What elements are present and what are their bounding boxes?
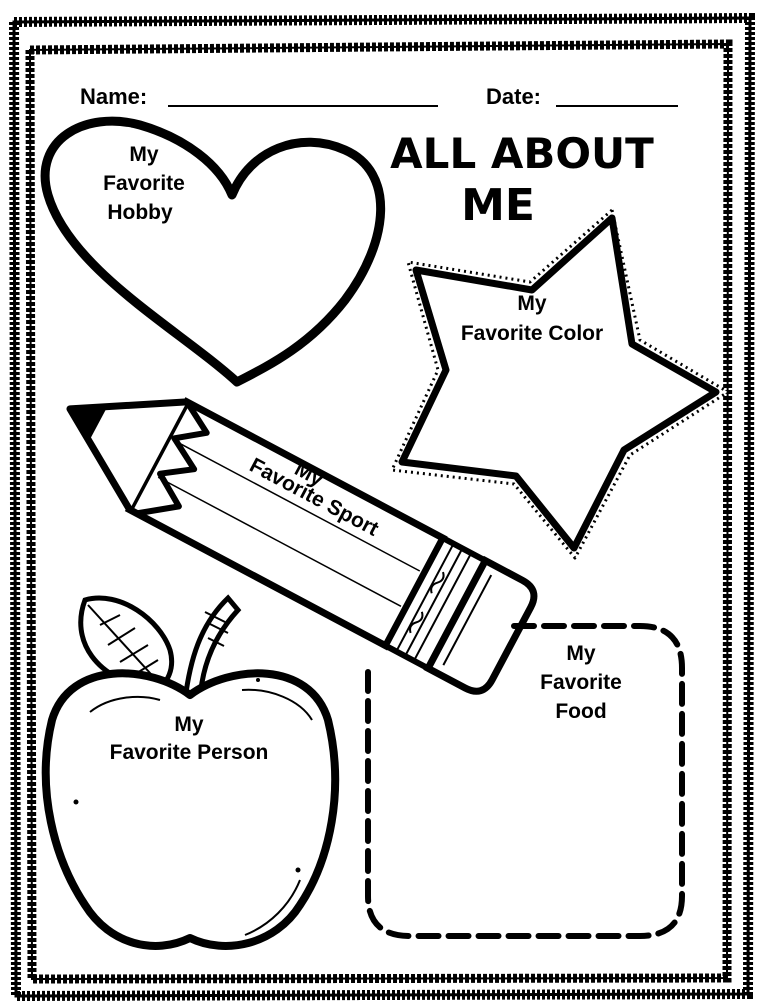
heart-shape xyxy=(40,116,386,387)
page-title-line-2: ME xyxy=(461,180,535,231)
apple-shape xyxy=(41,594,340,950)
food-label-line-3: Food xyxy=(555,700,606,723)
page-border xyxy=(8,12,756,1002)
food-answer-area[interactable] xyxy=(385,735,665,920)
person-label-line-1: My xyxy=(174,713,203,736)
hobby-label-line-1: My xyxy=(129,143,158,166)
date-label: Date: xyxy=(486,84,541,109)
page-title-line-1: ALL ABOUT xyxy=(390,129,654,178)
color-label-line-1: My xyxy=(517,292,546,315)
food-dashed-box xyxy=(365,623,685,939)
name-label: Name: xyxy=(80,84,147,109)
person-answer-area[interactable] xyxy=(80,775,300,915)
person-label-line-2: Favorite Person xyxy=(110,741,269,764)
food-label-line-2: Favorite xyxy=(540,671,622,694)
pencil-shape xyxy=(66,397,538,695)
color-label-line-2: Favorite Color xyxy=(461,322,603,345)
color-answer-area[interactable] xyxy=(460,350,630,460)
star-shape xyxy=(390,208,730,560)
hobby-label-line-2: Favorite xyxy=(103,172,185,195)
hobby-answer-area[interactable] xyxy=(70,230,300,340)
hobby-label-line-3: Hobby xyxy=(107,201,173,224)
food-label-line-1: My xyxy=(566,642,595,665)
